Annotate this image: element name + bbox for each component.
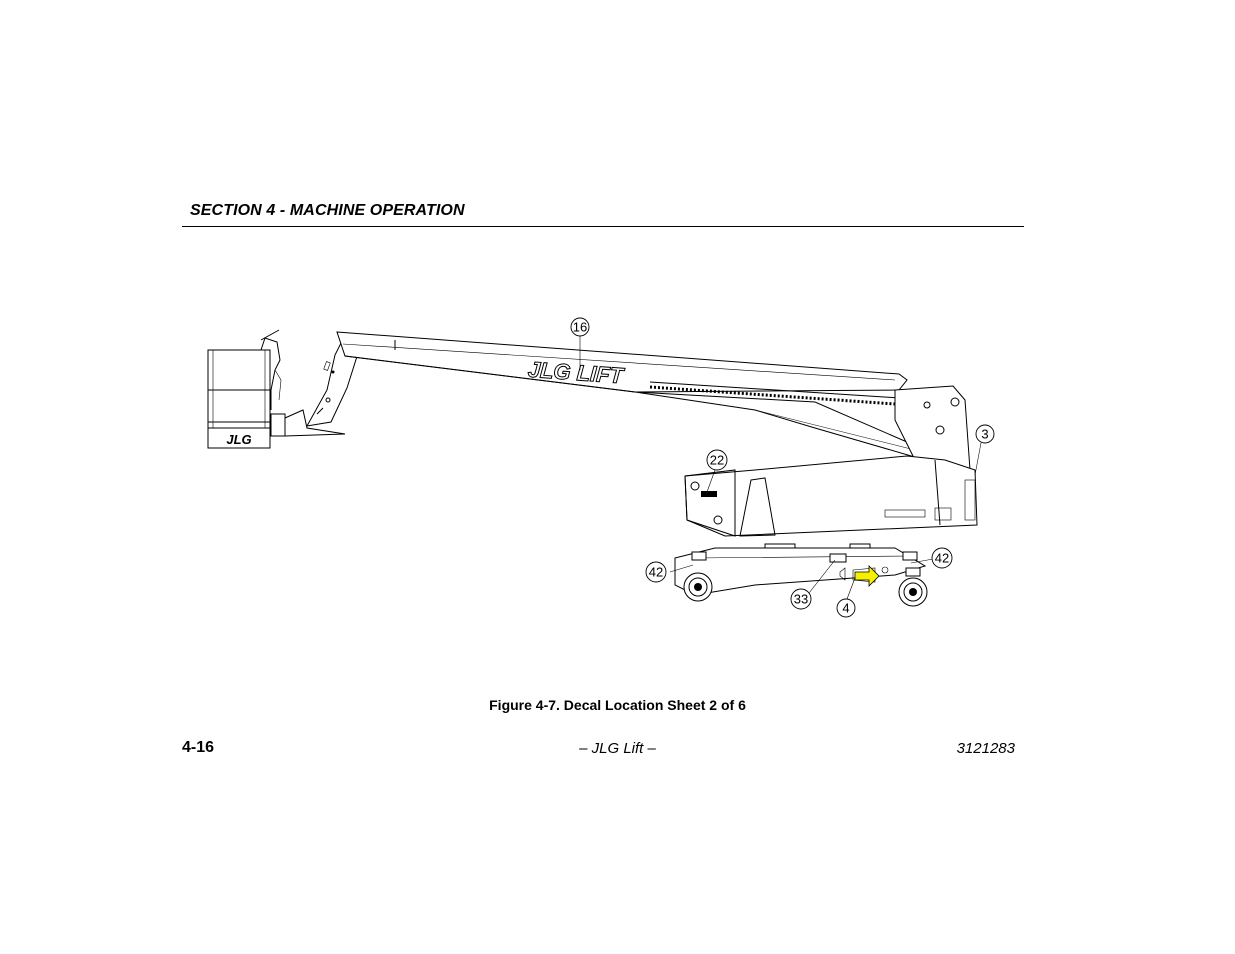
callout-16: 16	[570, 317, 590, 337]
figure-caption: Figure 4-7. Decal Location Sheet 2 of 6	[489, 697, 746, 713]
platform-basket: JLG	[207, 329, 346, 449]
callout-22: 22	[706, 449, 728, 471]
svg-text:33: 33	[794, 592, 808, 607]
svg-text:16: 16	[573, 320, 587, 335]
boom-brand-logo: JLG LIFT	[527, 357, 625, 389]
svg-text:4: 4	[842, 601, 849, 616]
svg-text:42: 42	[935, 551, 949, 566]
footer-product-name: – JLG Lift –	[579, 740, 656, 757]
callout-42-left: 42	[645, 561, 667, 583]
callout-3: 3	[975, 424, 995, 444]
svg-text:3: 3	[981, 427, 988, 442]
header-rule	[182, 226, 1024, 227]
callout-4: 4	[836, 598, 856, 618]
main-boom: JLG LIFT	[336, 331, 931, 461]
page-number: 4-16	[182, 739, 215, 756]
decal-location-diagram: JLG JLG LIFT	[207, 317, 995, 618]
direction-arrow-decal	[854, 565, 880, 587]
base-frame	[674, 547, 928, 607]
callout-33: 33	[790, 588, 812, 610]
callout-42-right: 42	[931, 547, 953, 569]
document-number: 3121283	[956, 740, 1015, 757]
svg-text:42: 42	[649, 565, 663, 580]
leader-lines	[579, 336, 982, 600]
platform-brand-logo: JLG	[226, 432, 251, 447]
chassis-body	[684, 455, 978, 551]
section-title: SECTION 4 - MACHINE OPERATION	[190, 202, 465, 219]
svg-text:22: 22	[710, 453, 724, 468]
